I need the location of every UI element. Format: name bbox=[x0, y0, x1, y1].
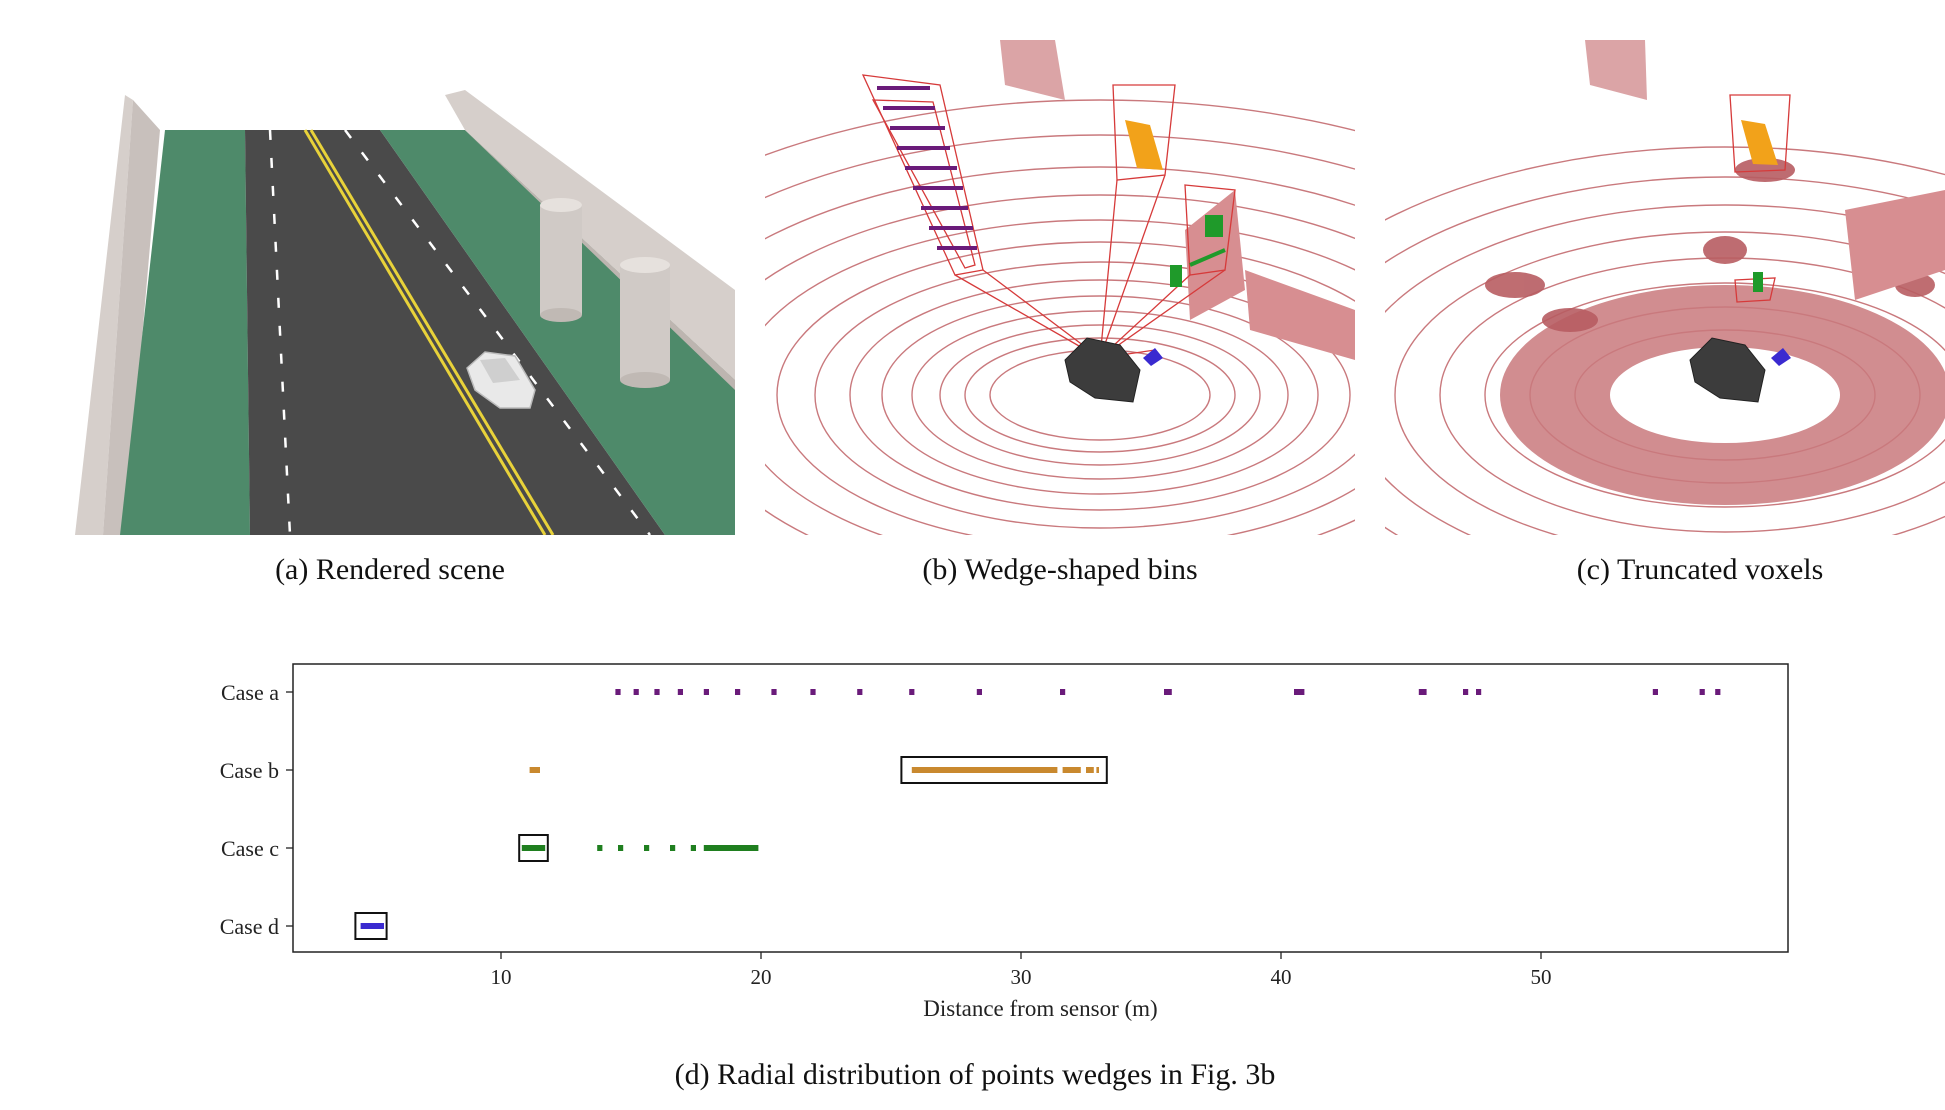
caption-a: (a) Rendered scene bbox=[275, 553, 505, 586]
x-tick-label: 30 bbox=[1011, 965, 1032, 989]
caption-b: (b) Wedge-shaped bins bbox=[922, 553, 1198, 586]
plot-frame bbox=[292, 663, 1789, 953]
x-axis-label: Distance from sensor (m) bbox=[923, 996, 1157, 1021]
x-tick-label: 40 bbox=[1271, 965, 1292, 989]
caption-c: (c) Truncated voxels bbox=[1576, 553, 1824, 586]
y-tick-label: Case c bbox=[221, 836, 279, 861]
y-tick-label: Case d bbox=[220, 914, 279, 939]
x-tick-label: 20 bbox=[751, 965, 772, 989]
highlight-box bbox=[900, 756, 1108, 784]
car-icon bbox=[1064, 337, 1141, 403]
caption-d: (d) Radial distribution of points wedges… bbox=[674, 1058, 1276, 1091]
car-icon bbox=[466, 351, 536, 409]
y-tick-label: Case b bbox=[220, 758, 279, 783]
wedge-bins-image bbox=[765, 40, 1355, 535]
highlight-box bbox=[354, 912, 388, 940]
car-icon bbox=[1689, 337, 1766, 403]
x-tick-label: 10 bbox=[491, 965, 512, 989]
truncated-voxels-image bbox=[1385, 40, 1945, 535]
x-tick-label: 50 bbox=[1531, 965, 1552, 989]
rendered-scene-image bbox=[75, 90, 735, 535]
y-tick-label: Case a bbox=[221, 680, 279, 705]
highlight-box bbox=[518, 834, 549, 862]
